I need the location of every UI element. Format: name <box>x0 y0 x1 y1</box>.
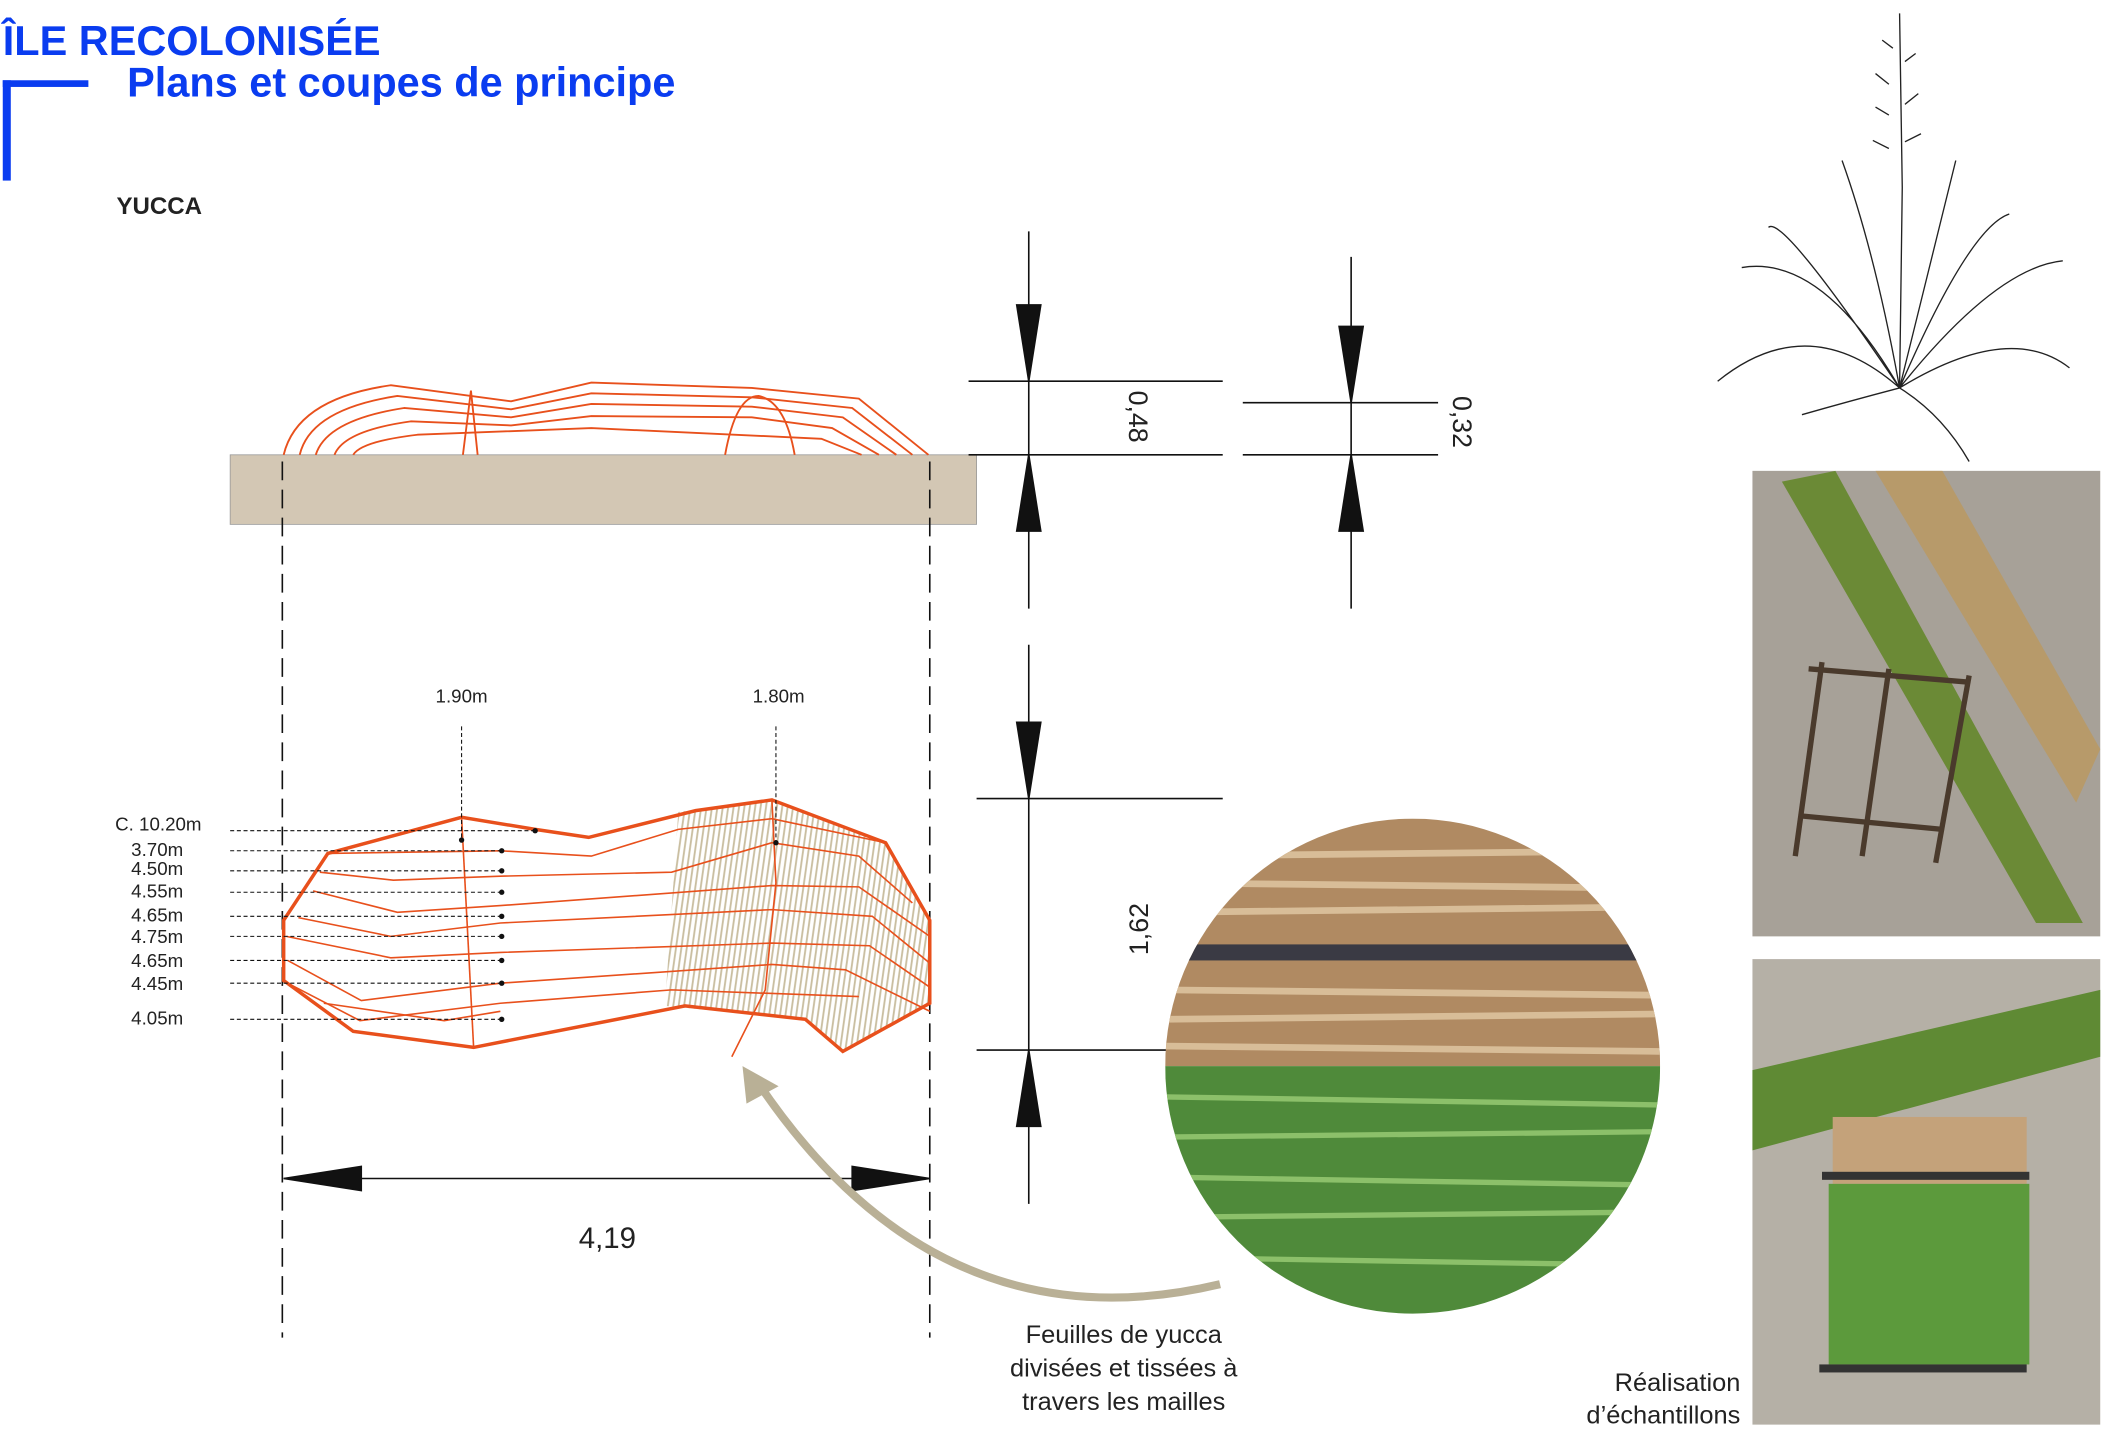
sample-photo-2 <box>1752 959 2101 1425</box>
section-label: YUCCA <box>116 193 202 220</box>
weave-caption-line: Feuilles de yucca <box>1026 1321 1223 1349</box>
level-points <box>458 828 779 1022</box>
level-label: 4.75m <box>131 926 183 947</box>
dimension-width-plan-label: 1,62 <box>1124 903 1154 955</box>
samples-caption-line: d’échantillons <box>1586 1401 1740 1429</box>
plan-outline <box>281 798 932 1054</box>
height-leaders <box>461 726 777 843</box>
height-label-2: 1.80m <box>753 685 805 706</box>
level-label: 4.65m <box>131 905 183 926</box>
plan-ribs <box>286 799 931 1058</box>
level-label: 4.55m <box>131 881 183 902</box>
ground-slab <box>229 454 977 525</box>
page-title: ÎLE RECOLONISÉE <box>1 17 381 64</box>
sample-photo-1 <box>1752 470 2101 937</box>
level-label: 3.70m <box>131 839 183 860</box>
curved-arrow <box>755 1081 1221 1302</box>
height-label-1: 1.90m <box>436 685 488 706</box>
level-labels: C. 10.20m 3.70m 4.50m 4.55m 4.65m 4.75m … <box>115 814 201 1029</box>
section-view <box>229 381 977 525</box>
page-subtitle: Plans et coupes de principe <box>127 58 675 105</box>
dimension-height-a-label: 0,48 <box>1123 391 1153 443</box>
weave-caption-line: divisées et tissées à <box>1010 1354 1238 1382</box>
level-label: 4.45m <box>131 973 183 994</box>
section-structure <box>282 381 930 456</box>
corner-bracket-horizontal <box>2 80 89 87</box>
weave-caption-line: travers les mailles <box>1022 1388 1225 1416</box>
level-label: 4.65m <box>131 950 183 971</box>
yucca-sketch-illustration <box>1717 13 2070 462</box>
dimension-length-label: 4,19 <box>579 1222 636 1255</box>
dimension-length <box>283 1165 930 1192</box>
level-label: 4.50m <box>131 858 183 879</box>
level-label: C. 10.20m <box>115 814 201 835</box>
dimension-height-b <box>1242 256 1439 609</box>
dimension-height-a <box>968 231 1223 609</box>
samples-caption-line: Réalisation <box>1615 1369 1741 1397</box>
dimension-height-b-label: 0,32 <box>1447 396 1477 448</box>
level-label: 4.05m <box>131 1008 183 1029</box>
woven-area <box>664 799 930 1052</box>
arrow-head-icon <box>742 1066 779 1104</box>
weave-photo <box>1165 818 1661 1314</box>
level-leaders <box>230 830 536 1020</box>
corner-bracket-vertical <box>2 80 11 181</box>
plan-view <box>230 726 932 1058</box>
